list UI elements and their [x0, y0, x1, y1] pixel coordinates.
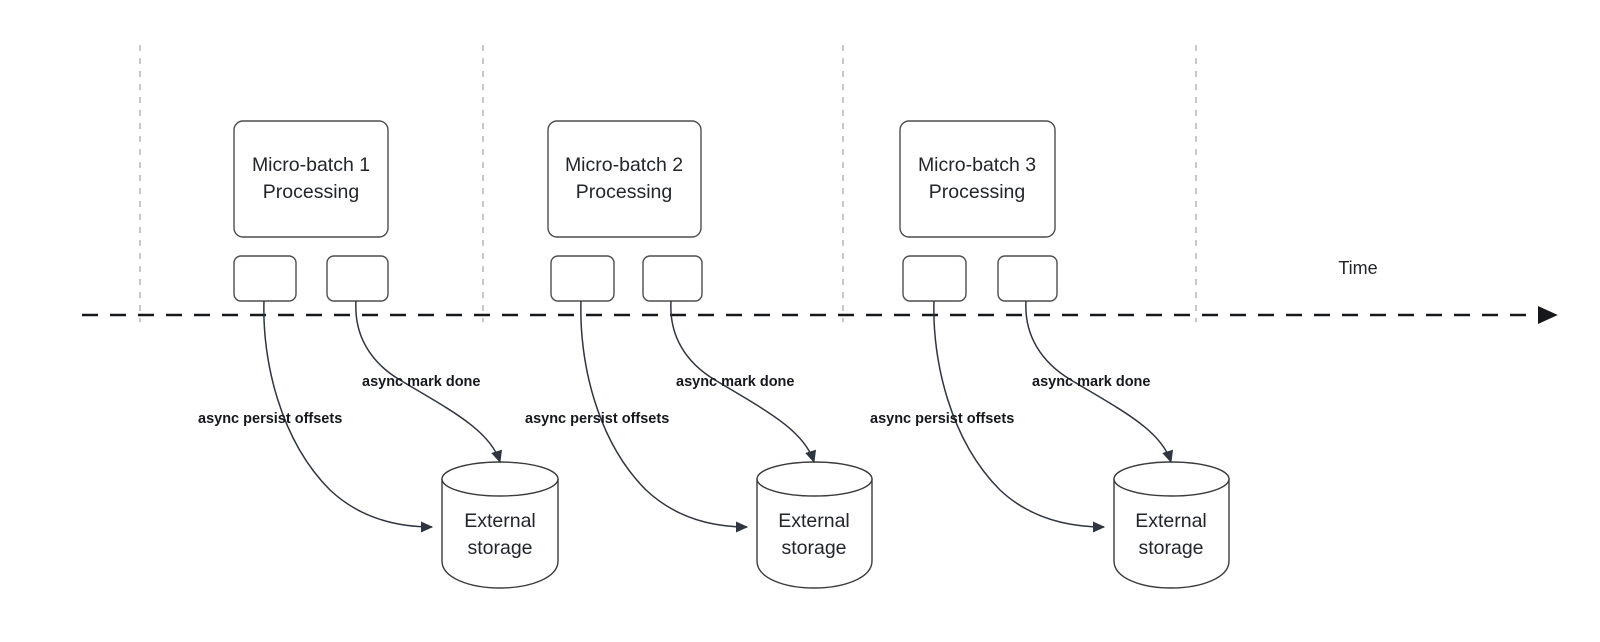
edge-persist-offsets-3: [933, 300, 1106, 533]
process-box-1-line1: Micro-batch 1: [252, 154, 370, 176]
storage-1-line2: storage: [467, 537, 532, 559]
storage-cylinder-1[interactable]: External storage: [441, 461, 559, 589]
storage-2-line1: External: [778, 510, 850, 532]
process-box-1[interactable]: [233, 120, 389, 238]
process-box-3[interactable]: [899, 120, 1056, 238]
process-box-2-line2: Processing: [576, 181, 672, 203]
process-box-1-line2: Processing: [263, 181, 359, 203]
task-box-1b[interactable]: [326, 255, 389, 302]
edge-mark-done-1: [355, 300, 503, 464]
task-box-2b[interactable]: [642, 255, 703, 302]
task-box-3b[interactable]: [997, 255, 1058, 302]
process-box-2-line1: Micro-batch 2: [565, 154, 683, 176]
process-box-2[interactable]: [547, 120, 702, 238]
edge-label-persist-offsets-2: async persist offsets: [525, 411, 669, 427]
storage-3-line1: External: [1135, 510, 1207, 532]
task-box-2a[interactable]: [550, 255, 615, 302]
edge-label-mark-done-1: async mark done: [362, 374, 480, 390]
edge-mark-done-3: [1025, 300, 1174, 464]
process-box-3-line1: Micro-batch 3: [918, 154, 1036, 176]
task-box-1a[interactable]: [233, 255, 297, 302]
storage-3-line2: storage: [1138, 537, 1203, 559]
storage-1-line1: External: [464, 510, 536, 532]
time-axis-label: Time: [1338, 258, 1377, 278]
storage-cylinder-2[interactable]: External storage: [756, 461, 873, 589]
edge-label-persist-offsets-1: async persist offsets: [198, 411, 342, 427]
edge-persist-offsets-1: [263, 300, 434, 533]
storage-2-line2: storage: [781, 537, 846, 559]
edge-label-mark-done-3: async mark done: [1032, 374, 1150, 390]
storage-cylinder-3[interactable]: External storage: [1113, 461, 1230, 589]
process-box-3-line2: Processing: [929, 181, 1025, 203]
edge-mark-done-2: [670, 300, 817, 464]
task-box-3a[interactable]: [902, 255, 967, 302]
edge-persist-offsets-2: [580, 300, 749, 533]
edge-label-mark-done-2: async mark done: [676, 374, 794, 390]
edge-label-persist-offsets-3: async persist offsets: [870, 411, 1014, 427]
